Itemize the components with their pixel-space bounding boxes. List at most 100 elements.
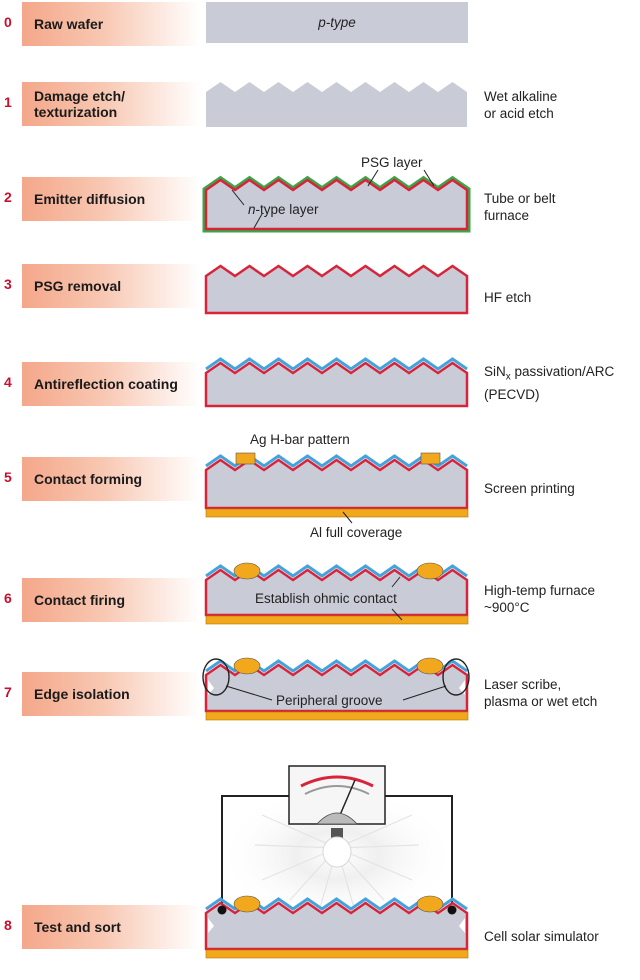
wafer-body bbox=[204, 458, 469, 510]
note-line: High-temp furnace bbox=[484, 583, 596, 598]
step-8: 8 Test and sort bbox=[0, 905, 200, 949]
bulb-base bbox=[331, 828, 343, 839]
groove-notch-left bbox=[208, 918, 214, 933]
light-bulb-icon bbox=[322, 836, 352, 868]
solar-simulator bbox=[217, 765, 457, 925]
step-number: 5 bbox=[4, 469, 12, 485]
wafer-contact-firing bbox=[204, 562, 469, 625]
psg-label: PSG layer bbox=[361, 155, 423, 170]
step-label: Antireflection coating bbox=[34, 376, 178, 392]
step-7: 7 Edge isolation bbox=[0, 672, 200, 716]
note-line: or acid etch bbox=[484, 106, 554, 121]
groove-circle-right bbox=[442, 658, 470, 696]
step-6: 6 Contact firing bbox=[0, 578, 200, 622]
step-number: 8 bbox=[4, 917, 12, 933]
note-line: Screen printing bbox=[484, 481, 575, 496]
fired-contact-right bbox=[416, 562, 444, 580]
step-label: Damage etch/ texturization bbox=[34, 88, 126, 120]
note-step-2: Tube or belt furnace bbox=[484, 190, 640, 224]
step-bar bbox=[22, 2, 200, 46]
meter-scale-red bbox=[300, 775, 374, 788]
fired-contact-right bbox=[416, 657, 444, 675]
note-line: SiNx passivation/ARC bbox=[484, 363, 640, 386]
wafer-raw bbox=[206, 2, 468, 43]
wafer-textured bbox=[206, 82, 467, 127]
step-label: Test and sort bbox=[34, 919, 121, 935]
wire-left bbox=[221, 795, 290, 908]
step-label: Contact firing bbox=[34, 592, 125, 608]
psg-leader-line bbox=[367, 169, 379, 187]
ag-label: Ag H-bar pattern bbox=[250, 432, 350, 447]
note-step-5: Screen printing bbox=[484, 480, 640, 497]
ohmic-leader-line bbox=[391, 608, 403, 621]
note-step-7: Laser scribe, plasma or wet etch bbox=[484, 676, 640, 710]
fired-contact-left bbox=[233, 657, 261, 675]
step-number: 2 bbox=[4, 189, 12, 205]
note-line: HF etch bbox=[484, 290, 532, 305]
groove-notch-left bbox=[208, 680, 214, 695]
note-line: (PECVD) bbox=[484, 386, 540, 402]
wafer-body bbox=[204, 361, 469, 408]
wafer-arc bbox=[204, 357, 469, 408]
note-subscript: x bbox=[505, 371, 511, 383]
groove-notch-right bbox=[459, 918, 465, 933]
wafer-test bbox=[204, 895, 469, 959]
step-bar bbox=[22, 264, 200, 308]
step-number: 6 bbox=[4, 590, 12, 606]
step-label: Contact forming bbox=[34, 471, 143, 487]
note-line: ~900°C bbox=[484, 600, 530, 615]
note-line: Cell solar simulator bbox=[484, 929, 599, 944]
ag-contact-left bbox=[235, 452, 256, 465]
fired-contact-right bbox=[416, 895, 444, 913]
step-bar bbox=[22, 672, 200, 716]
al-backside bbox=[205, 949, 469, 959]
note-text: SiN bbox=[484, 364, 506, 379]
ntype-label: n-type layer bbox=[248, 202, 319, 217]
note-step-1: Wet alkaline or acid etch bbox=[484, 88, 640, 122]
step-label: PSG removal bbox=[34, 278, 122, 294]
ag-contact-right bbox=[420, 452, 441, 465]
ntype-leader-line bbox=[253, 213, 263, 229]
al-backside bbox=[205, 615, 469, 625]
wafer-contact-forming bbox=[204, 452, 469, 524]
ohmic-leader-line bbox=[391, 576, 401, 588]
step-1: 1 Damage etch/ texturization bbox=[0, 82, 200, 126]
al-backside bbox=[205, 508, 469, 518]
note-step-6: High-temp furnace ~900°C bbox=[484, 582, 640, 616]
meter-pivot bbox=[316, 812, 358, 825]
step-label: Edge isolation bbox=[34, 686, 130, 702]
fired-contact-left bbox=[233, 562, 261, 580]
step-bar bbox=[22, 905, 200, 949]
wafer-body bbox=[204, 178, 469, 231]
ptype-label: p-type bbox=[317, 15, 356, 30]
note-step-4: SiNx passivation/ARC (PECVD) bbox=[484, 363, 640, 403]
note-line: Wet alkaline bbox=[484, 89, 558, 104]
step-bar bbox=[22, 177, 200, 221]
step-number: 4 bbox=[4, 374, 12, 390]
wafer-emitter-diffusion bbox=[202, 169, 471, 233]
groove-label: Peripheral groove bbox=[276, 693, 383, 708]
wafer-psg-removed bbox=[204, 264, 469, 315]
probe-contact-right bbox=[447, 905, 457, 915]
groove-circle-left bbox=[202, 658, 230, 696]
al-backside bbox=[205, 711, 469, 721]
note-line: Tube or belt bbox=[484, 191, 556, 206]
step-number: 0 bbox=[4, 14, 12, 30]
step-bar bbox=[22, 362, 200, 406]
fired-contact-left bbox=[233, 895, 261, 913]
groove-leader-line bbox=[225, 685, 273, 701]
step-bar bbox=[22, 457, 200, 501]
wire-right bbox=[385, 795, 453, 908]
note-line: Laser scribe, bbox=[484, 677, 562, 692]
sinx-blue-layer bbox=[205, 357, 468, 371]
step-number: 1 bbox=[4, 94, 12, 110]
step-number: 7 bbox=[4, 684, 12, 700]
step-3: 3 PSG removal bbox=[0, 264, 200, 308]
groove-leader-line bbox=[402, 685, 447, 701]
step-label: Emitter diffusion bbox=[34, 191, 146, 207]
note-step-3: HF etch bbox=[484, 289, 640, 306]
step-bar bbox=[22, 578, 200, 622]
note-line: furnace bbox=[484, 208, 530, 223]
ntype-leader-line bbox=[231, 189, 245, 206]
